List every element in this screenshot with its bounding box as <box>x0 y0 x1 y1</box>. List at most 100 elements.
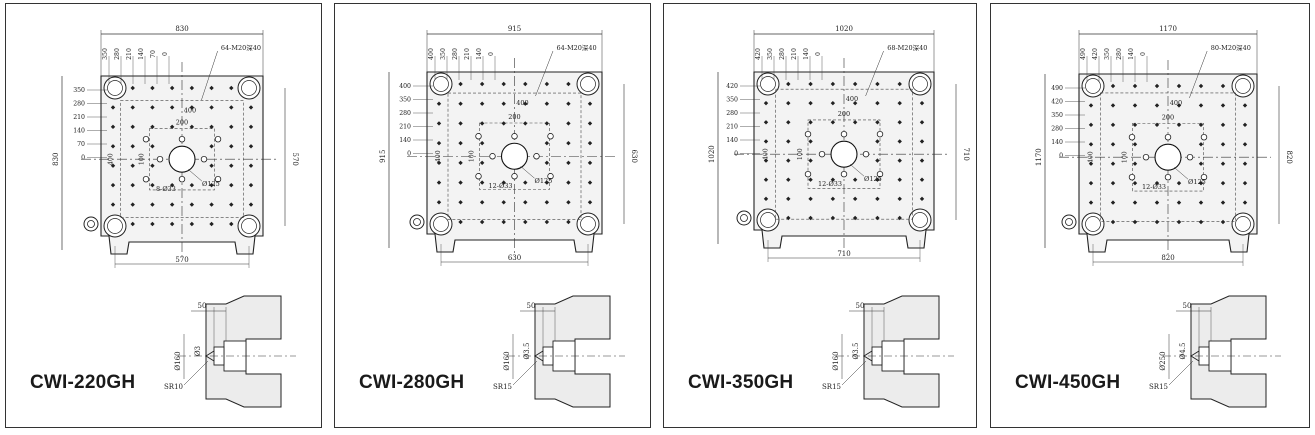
thread-hole-mark <box>130 105 135 110</box>
thread-hole-mark <box>501 219 506 225</box>
ejector-hole <box>876 170 884 178</box>
thread-hole-mark <box>501 180 506 185</box>
thread-hole-mark <box>1198 180 1204 186</box>
thread-hole-mark <box>1220 161 1226 166</box>
inner-dim-400: 400 <box>435 150 442 162</box>
thread-hole-mark <box>1110 161 1116 166</box>
left-dim-label: 0 <box>1059 153 1063 160</box>
thread-hole-mark <box>1132 161 1138 166</box>
thread-hole-mark <box>919 177 925 182</box>
top-dim-label: 420 <box>755 48 762 60</box>
overall-height-label: 1020 <box>708 145 716 163</box>
locating-frame-200 <box>1132 123 1204 192</box>
side-lug <box>87 220 95 228</box>
locating-frame-400 <box>775 88 913 220</box>
thread-hole-mark <box>1132 219 1138 225</box>
thread-hole-mark <box>248 124 254 130</box>
thread-hole-mark <box>248 182 254 188</box>
tiebar-spacing-label: 820 <box>1161 254 1174 262</box>
thread-hole-mark <box>209 144 214 149</box>
thread-hole-mark <box>1110 142 1116 147</box>
nozzle-offset-label: 50 <box>198 302 207 310</box>
thread-hole-mark <box>1176 122 1182 128</box>
thread-hole-mark <box>544 180 550 185</box>
inner-dim-200: 200 <box>176 118 188 126</box>
ejector-hole <box>178 135 186 143</box>
inner-dim-200: 200 <box>838 110 850 118</box>
thread-hole-mark <box>1110 83 1116 89</box>
nozzle-offset-label: 50 <box>1183 302 1192 310</box>
thread-hole-mark <box>209 182 214 188</box>
thread-hole-mark <box>169 221 175 227</box>
thread-hole-mark <box>169 85 175 91</box>
inner-dim-100: 100 <box>139 153 146 165</box>
center-hole-label: Ø125 <box>535 177 553 185</box>
nozzle-radius-label: SR15 <box>822 383 841 391</box>
nozzle-orifice-label: Ø3 <box>194 346 202 356</box>
top-dim-label: 420 <box>1092 48 1099 60</box>
thread-hole-mark <box>458 121 463 126</box>
top-dim-label: 280 <box>1116 48 1123 60</box>
thread-hole-mark <box>209 202 214 207</box>
thread-hole-mark <box>1220 142 1226 147</box>
thread-hole-mark <box>1220 180 1226 186</box>
dim-line <box>865 50 884 97</box>
inner-dim-400: 400 <box>763 148 770 160</box>
thread-hole-mark <box>189 202 195 207</box>
ejector-hole <box>142 175 150 183</box>
thread-hole-mark <box>566 101 571 106</box>
left-dim-label: 420 <box>1051 99 1063 106</box>
thread-hole-mark <box>587 101 593 106</box>
ejector-hole <box>156 155 164 163</box>
top-dim-label: 400 <box>428 48 435 60</box>
thread-hole-mark <box>566 121 571 126</box>
inner-dim-400: 400 <box>1087 151 1094 163</box>
top-dim-label: 350 <box>102 48 109 60</box>
tie-bar-hole <box>241 218 257 234</box>
thread-hole-mark <box>1176 219 1182 225</box>
nozzle-dia-label: Ø160 <box>503 351 511 370</box>
thread-hole-mark <box>808 196 813 202</box>
thread-hole-mark <box>587 180 593 185</box>
center-hole <box>830 140 858 168</box>
thread-hole-mark <box>808 81 813 87</box>
thread-hole-mark <box>209 221 214 227</box>
top-dim-label: 280 <box>452 48 459 60</box>
thread-hole-mark <box>763 196 769 202</box>
model-label: CWI-280GH <box>359 372 465 393</box>
thread-hole-mark <box>1242 180 1248 186</box>
thread-hole-mark <box>110 163 116 168</box>
thread-hole-mark <box>1154 83 1160 89</box>
top-dim-label: 0 <box>488 52 495 56</box>
inner-dim-400: 400 <box>184 107 196 115</box>
thread-hole-mark <box>248 202 254 207</box>
left-dim-label: 420 <box>726 83 738 90</box>
thread-hole-mark <box>130 124 135 130</box>
ejector-hole <box>804 130 812 138</box>
thread-hole-mark <box>458 160 463 166</box>
thread-hole-mark <box>458 81 463 87</box>
tie-bar-hole <box>760 76 776 92</box>
thread-hole-mark <box>566 81 571 87</box>
ejector-hole <box>876 130 884 138</box>
ejector-hole <box>475 133 482 140</box>
left-dim-label: 140 <box>73 128 85 135</box>
dim-line <box>535 50 554 97</box>
center-hole <box>168 145 196 173</box>
thread-hole-mark <box>130 163 135 168</box>
overall-height-label: 915 <box>379 150 387 163</box>
thread-hole-mark <box>587 200 593 205</box>
ejector-hole <box>214 135 222 143</box>
ejector-hole <box>1142 153 1150 161</box>
nozzle-dia-label: Ø160 <box>174 351 182 370</box>
tie-bar-hole <box>580 76 596 92</box>
left-dim-label: 0 <box>734 151 738 158</box>
thread-hole-mark <box>110 124 116 130</box>
side-lug <box>83 216 99 232</box>
thread-hole-mark <box>110 144 116 149</box>
